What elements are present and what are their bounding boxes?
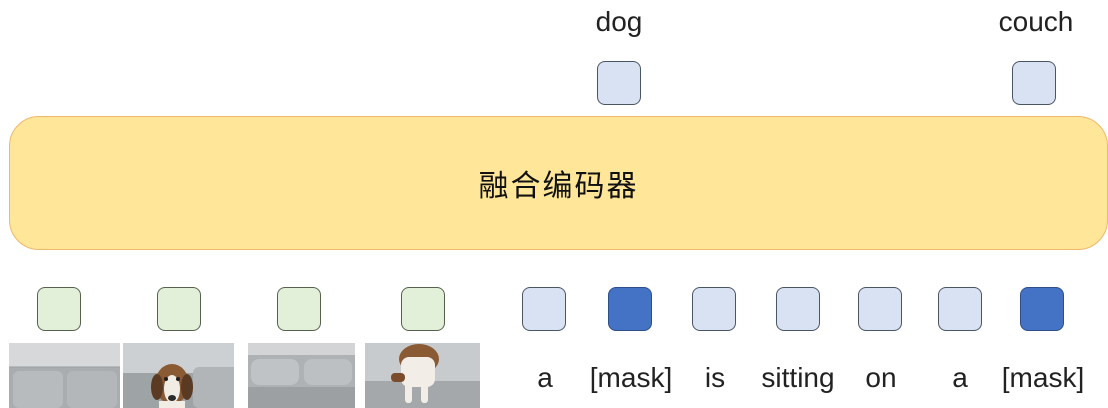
text-token-is <box>692 287 736 331</box>
dog-frame <box>123 343 234 408</box>
image-token <box>37 287 81 331</box>
text-token-mask <box>1020 287 1064 331</box>
text-token-sitting <box>776 287 820 331</box>
input-word: sitting <box>761 362 835 393</box>
dog-legs-frame <box>365 343 480 408</box>
input-word: on <box>865 362 897 393</box>
text-token-on <box>858 287 902 331</box>
fusion-encoder: 融合编码器 <box>9 116 1108 250</box>
image-token <box>157 287 201 331</box>
output-token-couch <box>1012 61 1056 105</box>
text-token-a <box>522 287 566 331</box>
sofa-cushions-frame <box>248 343 355 408</box>
input-word: a <box>537 362 553 393</box>
text-token-mask <box>608 287 652 331</box>
output-token-dog <box>597 61 641 105</box>
fusion-encoder-label: 融合编码器 <box>478 169 639 204</box>
sofa-frame <box>9 343 120 408</box>
output-word-couch: couch <box>998 6 1074 37</box>
text-token-a <box>938 287 982 331</box>
input-word-mask: [mask] <box>1001 362 1085 393</box>
input-word-mask: [mask] <box>589 362 673 393</box>
input-word: a <box>952 362 968 393</box>
output-word-dog: dog <box>595 6 643 37</box>
input-word: is <box>704 362 726 393</box>
image-token <box>401 287 445 331</box>
image-token <box>277 287 321 331</box>
